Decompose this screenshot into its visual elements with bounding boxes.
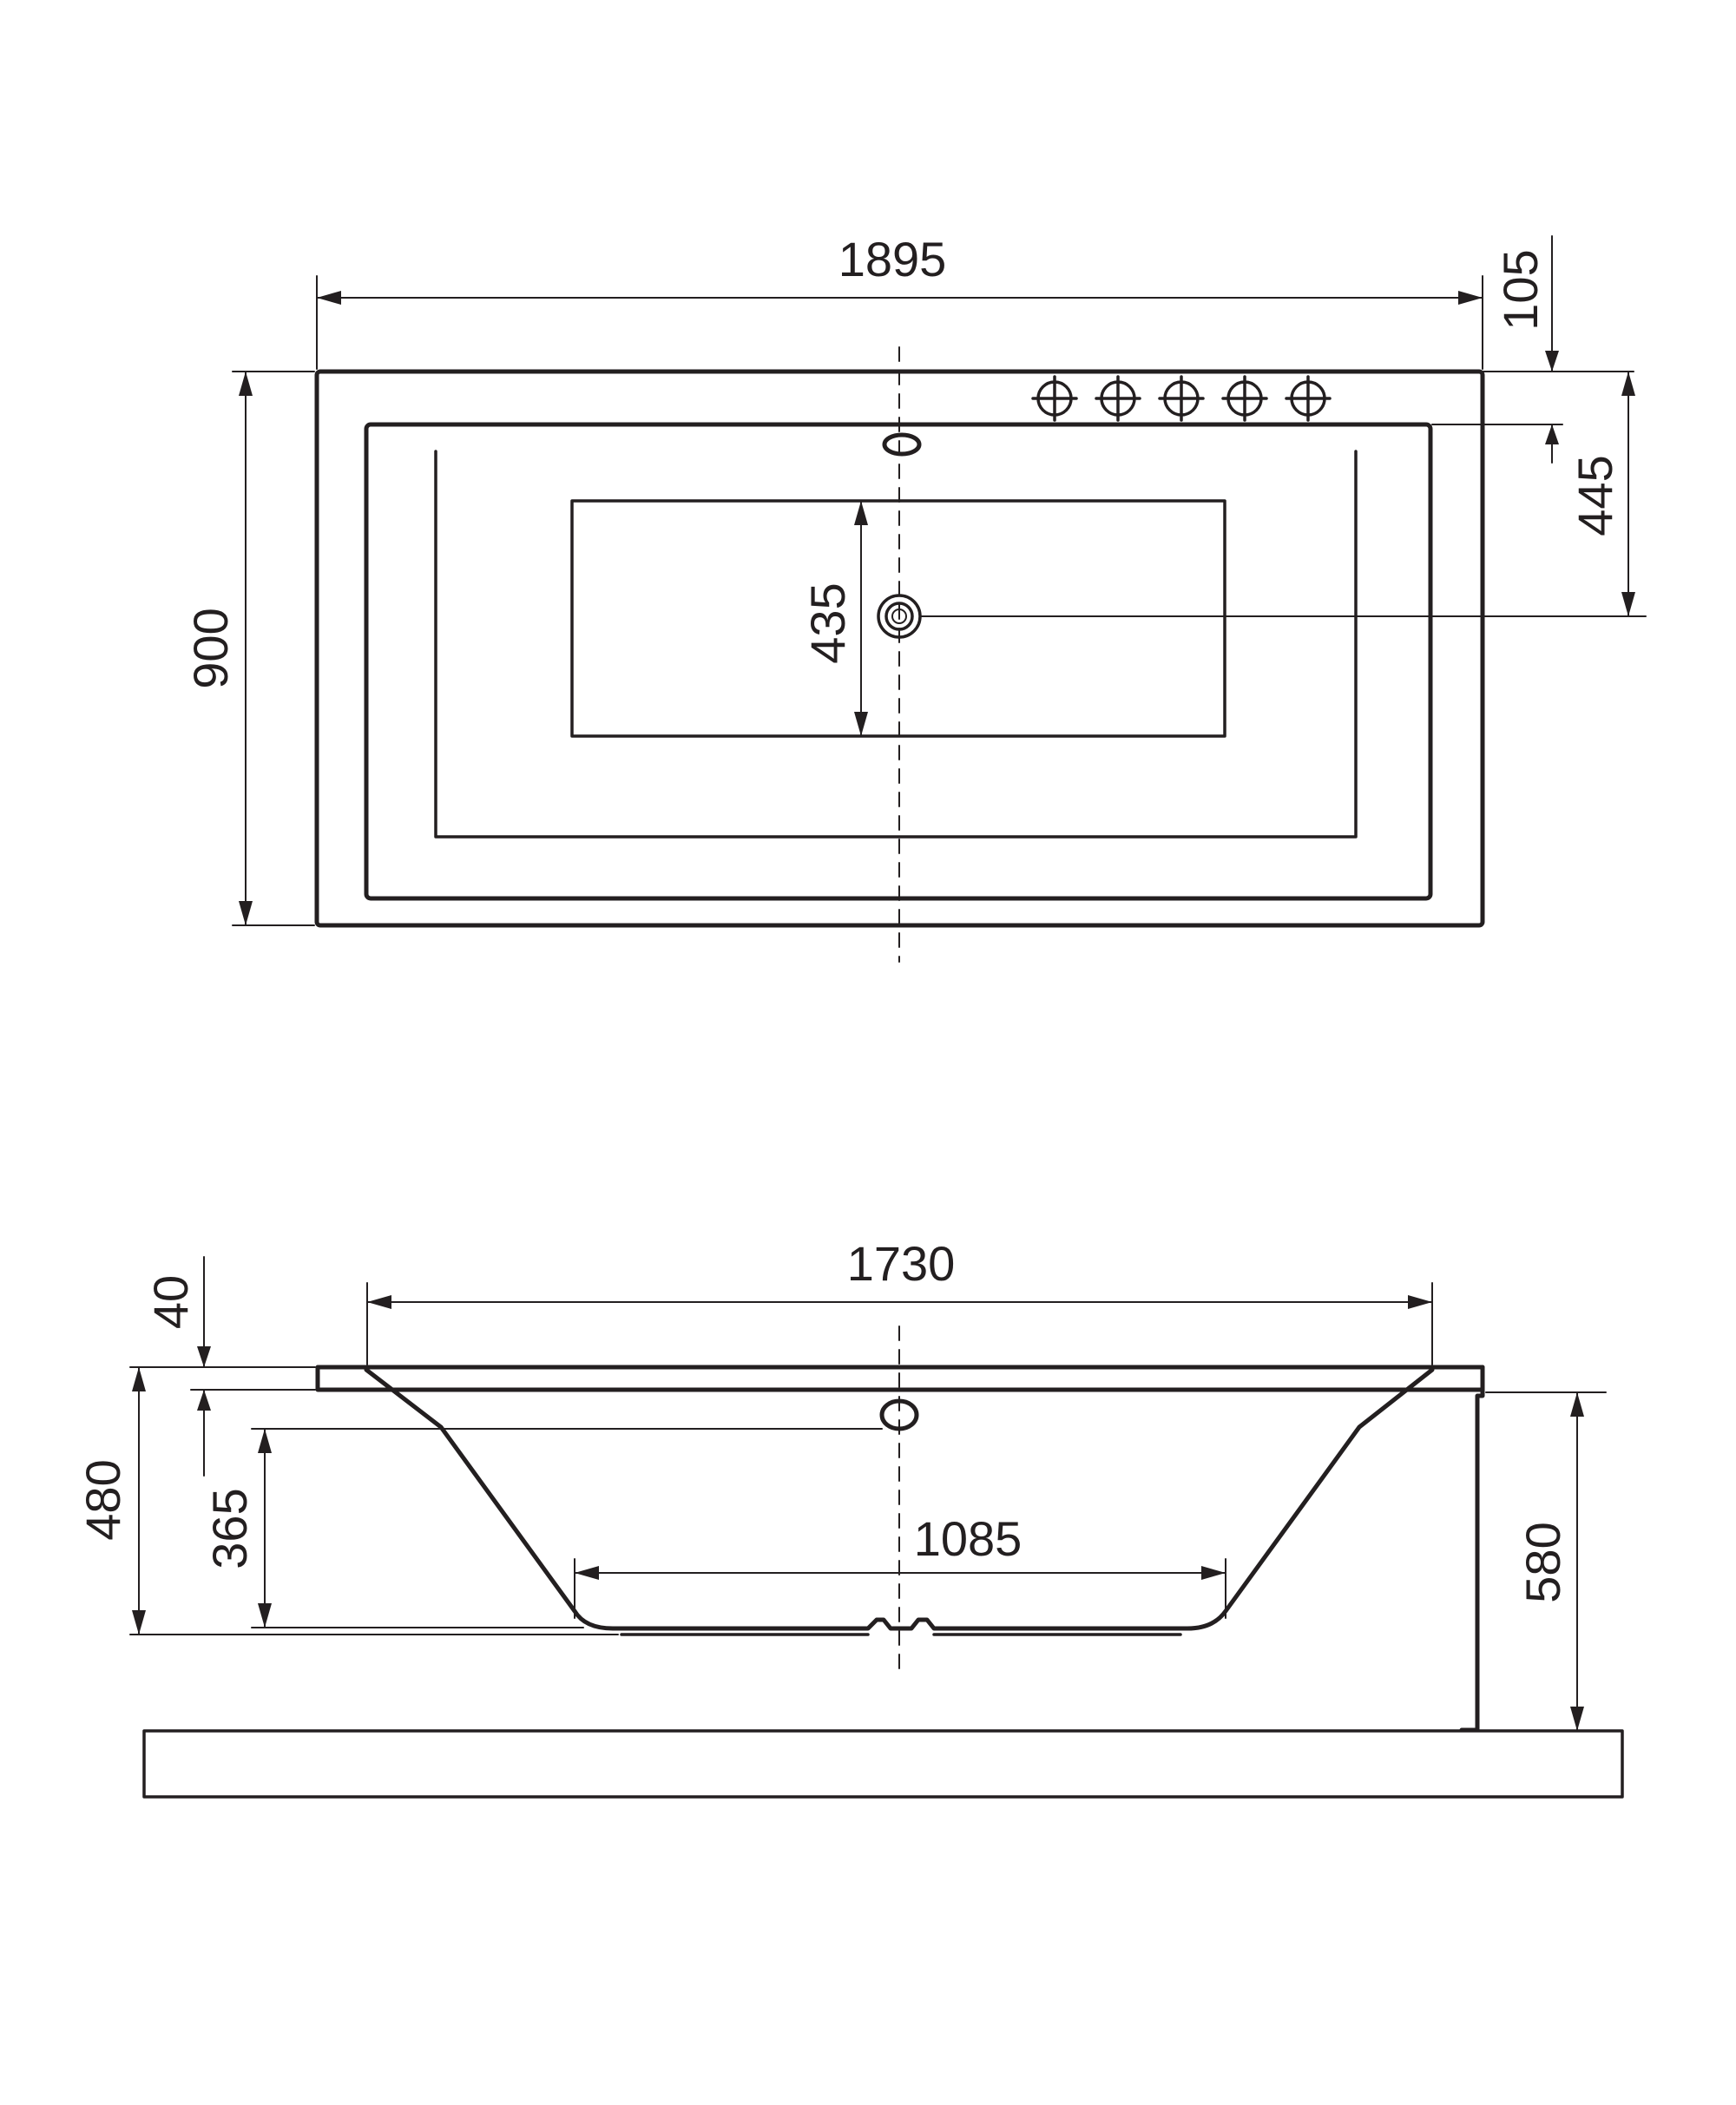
dim-label-40: 40 — [143, 1275, 198, 1329]
dim-overall-depth: 480 — [76, 1366, 619, 1635]
overflow-icon — [882, 432, 922, 457]
dim-overflow-depth: 365 — [202, 1428, 883, 1628]
dim-label-1085: 1085 — [914, 1511, 1023, 1566]
top-view: 1895 900 105 445 — [183, 232, 1647, 963]
tap-hole-icon — [1095, 375, 1141, 422]
side-view: 1730 40 480 365 — [76, 1236, 1624, 1799]
dim-label-365: 365 — [202, 1488, 257, 1569]
side-basin-outline — [364, 1367, 1435, 1631]
dim-inner-length: 1730 — [366, 1236, 1433, 1365]
dim-label-1895: 1895 — [838, 232, 947, 286]
tap-hole-icon — [1221, 375, 1268, 422]
dim-label-1730: 1730 — [847, 1236, 956, 1291]
dim-label-445: 445 — [1568, 455, 1622, 536]
side-apron — [1459, 1365, 1485, 1733]
dim-overall-width: 900 — [183, 371, 315, 926]
tap-holes — [1031, 375, 1332, 422]
dim-label-580: 580 — [1516, 1522, 1570, 1602]
floor-slab — [142, 1729, 1624, 1799]
dim-overall-length: 1895 — [316, 232, 1483, 370]
dim-floor-length: 1085 — [574, 1511, 1226, 1619]
dim-floor-width: 435 — [800, 500, 868, 737]
dim-label-105: 105 — [1493, 249, 1548, 330]
dim-label-480: 480 — [76, 1459, 130, 1540]
tap-hole-icon — [1285, 375, 1332, 422]
tap-hole-icon — [1158, 375, 1205, 422]
dim-drain-offset: 445 — [919, 371, 1647, 617]
dim-label-435: 435 — [800, 582, 855, 663]
dim-tap-offset: 105 — [1431, 235, 1634, 464]
side-overflow-icon — [879, 1398, 919, 1431]
dim-rim-thickness: 40 — [129, 1256, 316, 1477]
top-basin-outline — [434, 450, 1358, 839]
dim-label-900: 900 — [183, 608, 238, 688]
dim-height-to-floor: 580 — [1485, 1391, 1607, 1732]
tap-hole-icon — [1031, 375, 1078, 422]
